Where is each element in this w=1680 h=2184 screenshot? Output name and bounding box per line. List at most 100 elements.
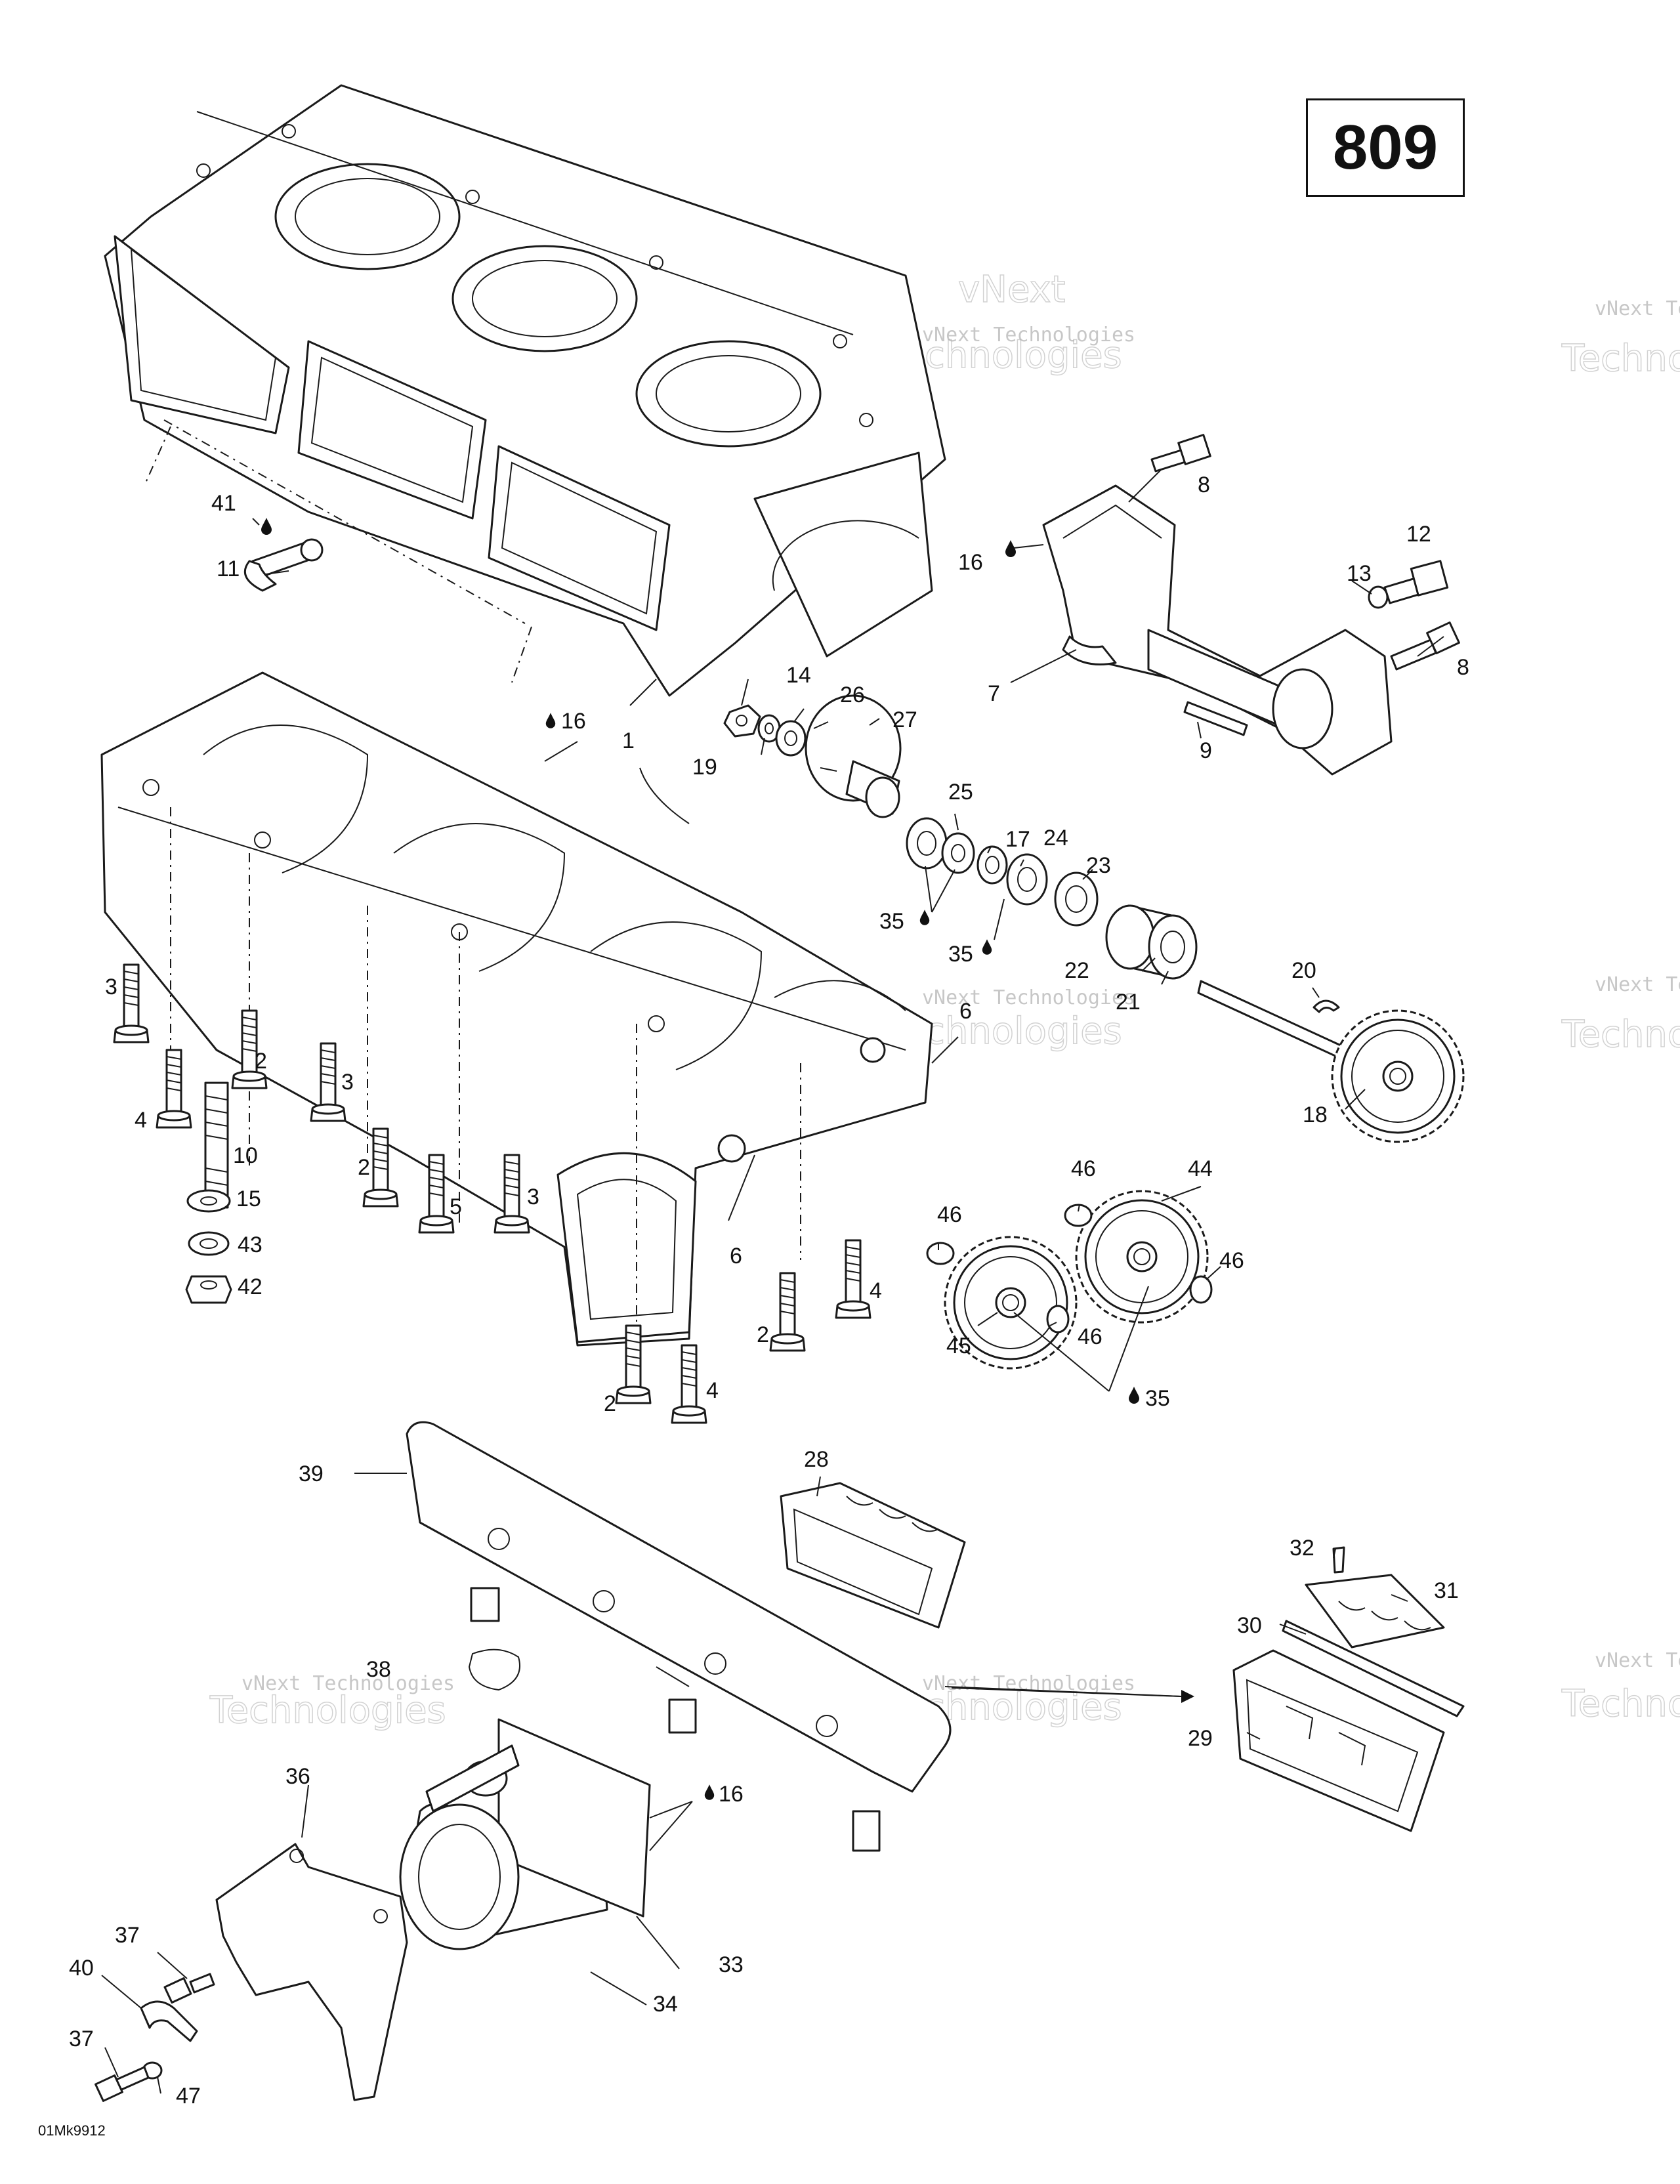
shim-46 [1046, 1305, 1070, 1334]
fitting-11 [243, 538, 324, 592]
label-3: 3 [105, 975, 117, 999]
label-46: 46 [937, 1202, 962, 1227]
bolt-2 [769, 1272, 806, 1352]
bolt-4 [671, 1344, 707, 1424]
circlip-20 [1312, 999, 1340, 1013]
label-34: 34 [653, 1992, 678, 2017]
washer-15 [186, 1189, 231, 1213]
label-28: 28 [804, 1447, 829, 1472]
bolt-8-lower [1390, 621, 1460, 671]
label-44: 44 [1188, 1156, 1213, 1181]
label-21: 21 [1116, 990, 1141, 1015]
bolt-4 [156, 1049, 192, 1129]
label-12: 12 [1406, 522, 1431, 547]
label-3: 3 [527, 1185, 539, 1209]
gasket-38 [468, 1648, 520, 1691]
alignment-line [144, 419, 532, 683]
label-46: 46 [1071, 1156, 1096, 1181]
label-25: 25 [948, 780, 973, 805]
shim-46 [1189, 1275, 1213, 1304]
lubricant-drop-icon [1005, 540, 1016, 557]
stud-10 [204, 1082, 229, 1209]
label-16: 16 [958, 550, 983, 575]
bolt-4 [835, 1239, 872, 1319]
arrow-head [1181, 1690, 1194, 1703]
label-33: 33 [719, 1952, 744, 1977]
watermark-text-top: vNext [958, 268, 1066, 311]
label-4: 4 [870, 1278, 882, 1303]
label-23: 23 [1086, 853, 1111, 878]
bracket-36 [215, 1843, 408, 2101]
watermark-text-large: Technologies [1561, 337, 1680, 380]
label-27: 27 [892, 707, 917, 732]
label-45: 45 [946, 1334, 971, 1358]
label-42: 42 [238, 1274, 262, 1299]
label-29: 29 [1188, 1726, 1213, 1751]
label-37: 37 [69, 2026, 94, 2051]
label-3: 3 [341, 1070, 354, 1095]
reed-stopper-31 [1305, 1574, 1445, 1648]
label-20: 20 [1292, 958, 1316, 983]
label-16: 16 [561, 709, 586, 734]
rubber-flange-34 [399, 1718, 651, 1950]
label-8: 8 [1198, 472, 1210, 497]
drive-shaft-18 [1197, 980, 1465, 1143]
intake-manifold-39 [406, 1421, 952, 1852]
label-9: 9 [1200, 738, 1212, 763]
label-46: 46 [1078, 1324, 1102, 1349]
watermark-text: vNext Technologies [922, 986, 1135, 1009]
lubricant-drop-icon [919, 910, 930, 925]
bolt-37-lower [94, 2066, 150, 2102]
label-22: 22 [1064, 958, 1089, 983]
watermark-text-large: Technologies [209, 1689, 446, 1732]
label-16: 16 [719, 1782, 744, 1807]
watermark-text: vNext Technologies [242, 1672, 455, 1695]
washer-43 [188, 1231, 230, 1256]
lubricant-drop-icon [545, 713, 556, 728]
impeller-27 [805, 694, 902, 818]
watermark-text: vNext Technologies [922, 324, 1135, 346]
label-30: 30 [1237, 1613, 1262, 1638]
label-19: 19 [692, 755, 717, 780]
bearing-21 [1105, 904, 1198, 980]
label-14: 14 [786, 663, 811, 688]
watermark-text-large: Technologies [1561, 1683, 1680, 1725]
nut-42 [185, 1275, 232, 1304]
label-2: 2 [604, 1391, 616, 1416]
upper-crankcase [104, 84, 946, 697]
water-pump-housing [1042, 484, 1393, 776]
label-13: 13 [1347, 561, 1372, 586]
screw-32 [1332, 1546, 1345, 1574]
label-46: 46 [1219, 1248, 1244, 1273]
clip-40 [140, 2000, 198, 2042]
label-47: 47 [176, 2084, 201, 2109]
label-31: 31 [1434, 1578, 1459, 1603]
label-37: 37 [115, 1923, 140, 1948]
label-6: 6 [730, 1244, 742, 1269]
label-35: 35 [1145, 1386, 1170, 1411]
label-41: 41 [211, 491, 236, 516]
label-26: 26 [840, 682, 865, 707]
bolt-8-upper [1150, 434, 1211, 472]
label-40: 40 [69, 1956, 94, 1981]
lubricant-drop-icon [261, 518, 272, 535]
washer-26 [775, 720, 807, 757]
label-35: 35 [879, 909, 904, 934]
seal-24 [1006, 853, 1048, 906]
bearing-23 [1054, 872, 1099, 927]
watermark-text: vNext Technologies [1595, 297, 1680, 320]
label-43: 43 [238, 1232, 262, 1257]
label-7: 7 [988, 681, 1000, 706]
watermark-text-large: Technologies [1561, 1013, 1680, 1056]
reed-valve-29 [1232, 1649, 1445, 1832]
washer-19 [757, 714, 781, 743]
bolt-37-upper [163, 1973, 215, 2004]
label-35: 35 [948, 942, 973, 967]
lubricant-drop-icon [1129, 1387, 1139, 1404]
label-18: 18 [1303, 1102, 1328, 1127]
lubricant-drop-icon [704, 1784, 715, 1800]
label-2: 2 [757, 1322, 769, 1347]
watermark-text: vNext Technologies [1595, 973, 1680, 996]
washer-13 [1368, 585, 1389, 609]
bolt-3 [113, 963, 150, 1043]
